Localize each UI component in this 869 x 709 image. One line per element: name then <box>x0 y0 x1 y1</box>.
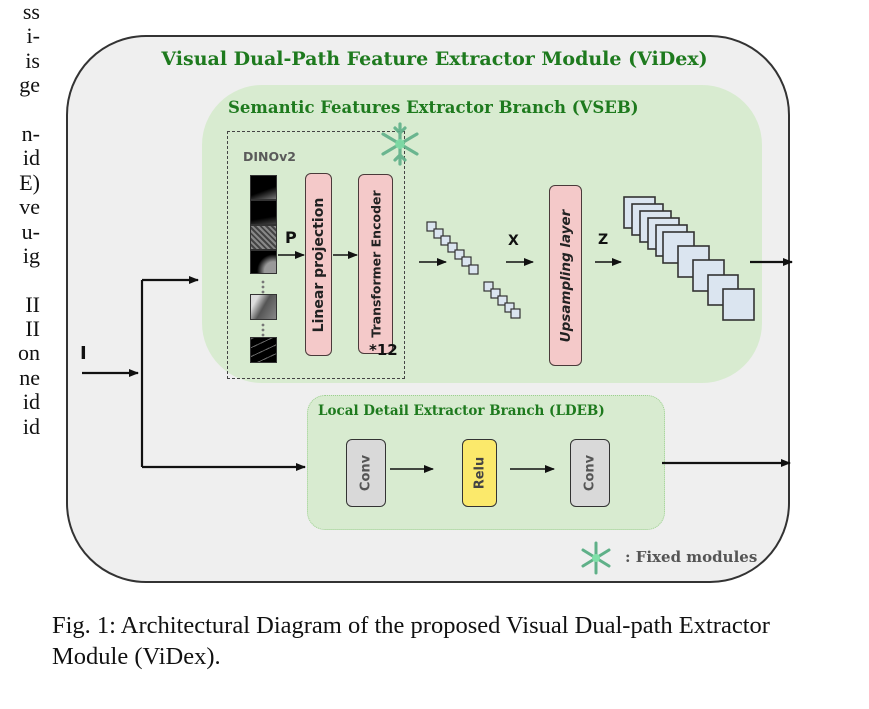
conv-block-2: Conv <box>570 439 610 507</box>
body-text-line: is <box>25 47 40 73</box>
body-text-line: ge <box>19 72 40 98</box>
body-text-line: u- <box>21 218 40 244</box>
conv-block-1: Conv <box>346 439 386 507</box>
body-text-line: ig <box>22 242 40 268</box>
token-square <box>510 308 521 319</box>
token-square <box>490 288 501 299</box>
body-text-line: i- <box>26 23 40 49</box>
token-square <box>433 228 444 239</box>
patch-label-p: P <box>285 228 297 247</box>
input-label-i: I <box>80 343 87 364</box>
image-patch-5 <box>250 294 277 320</box>
image-patch-1 <box>250 175 277 200</box>
body-text-line: id <box>22 389 40 415</box>
token-square <box>461 256 472 267</box>
image-patch-2 <box>250 200 277 225</box>
image-patch-6 <box>250 337 277 363</box>
token-square <box>447 242 458 253</box>
token-square <box>497 295 508 306</box>
dinov2-label: DINOv2 <box>243 149 296 164</box>
image-patch-4 <box>250 250 277 274</box>
linear-projection-block: Linear projection <box>305 173 332 356</box>
body-text-line: ss <box>22 0 40 24</box>
body-text-line: II <box>25 291 40 317</box>
ldeb-title: Local Detail Extractor Branch (LDEB) <box>318 403 605 419</box>
upsampling-layer-block: Upsampling layer <box>549 185 582 366</box>
upsampled-label-z: Z <box>598 232 609 248</box>
snowflake-icon <box>381 122 419 166</box>
legend-snowflake-icon <box>581 541 611 575</box>
figure-caption: Fig. 1: Architectural Diagram of the pro… <box>52 612 770 670</box>
token-square <box>483 281 494 292</box>
token-square <box>468 264 479 275</box>
encoder-repeat-label: *12 <box>369 341 398 359</box>
feature-map <box>722 288 755 321</box>
dinov2-frozen-block <box>227 131 405 379</box>
body-text-line: id <box>22 145 40 171</box>
body-text-line: ne <box>19 364 40 390</box>
tokens-label-x: X <box>508 233 519 249</box>
body-text-line: n- <box>21 120 40 146</box>
body-text-line: II <box>25 316 40 342</box>
token-square <box>454 249 465 260</box>
image-patch-3 <box>250 225 277 250</box>
body-text-line: ve <box>19 194 40 220</box>
transformer-encoder-block: Transformer Encoder <box>358 174 393 354</box>
token-square <box>426 221 437 232</box>
vseb-title: Semantic Features Extractor Branch (VSEB… <box>228 98 639 117</box>
relu-block: Relu <box>462 439 497 507</box>
module-title: Visual Dual-Path Feature Extractor Modul… <box>161 48 708 70</box>
body-text-line: on <box>18 340 40 366</box>
token-square <box>440 235 451 246</box>
body-text-line: id <box>22 413 40 439</box>
body-text-line: E) <box>19 169 40 195</box>
legend-fixed-modules: : Fixed modules <box>625 548 758 566</box>
token-square <box>504 302 515 313</box>
